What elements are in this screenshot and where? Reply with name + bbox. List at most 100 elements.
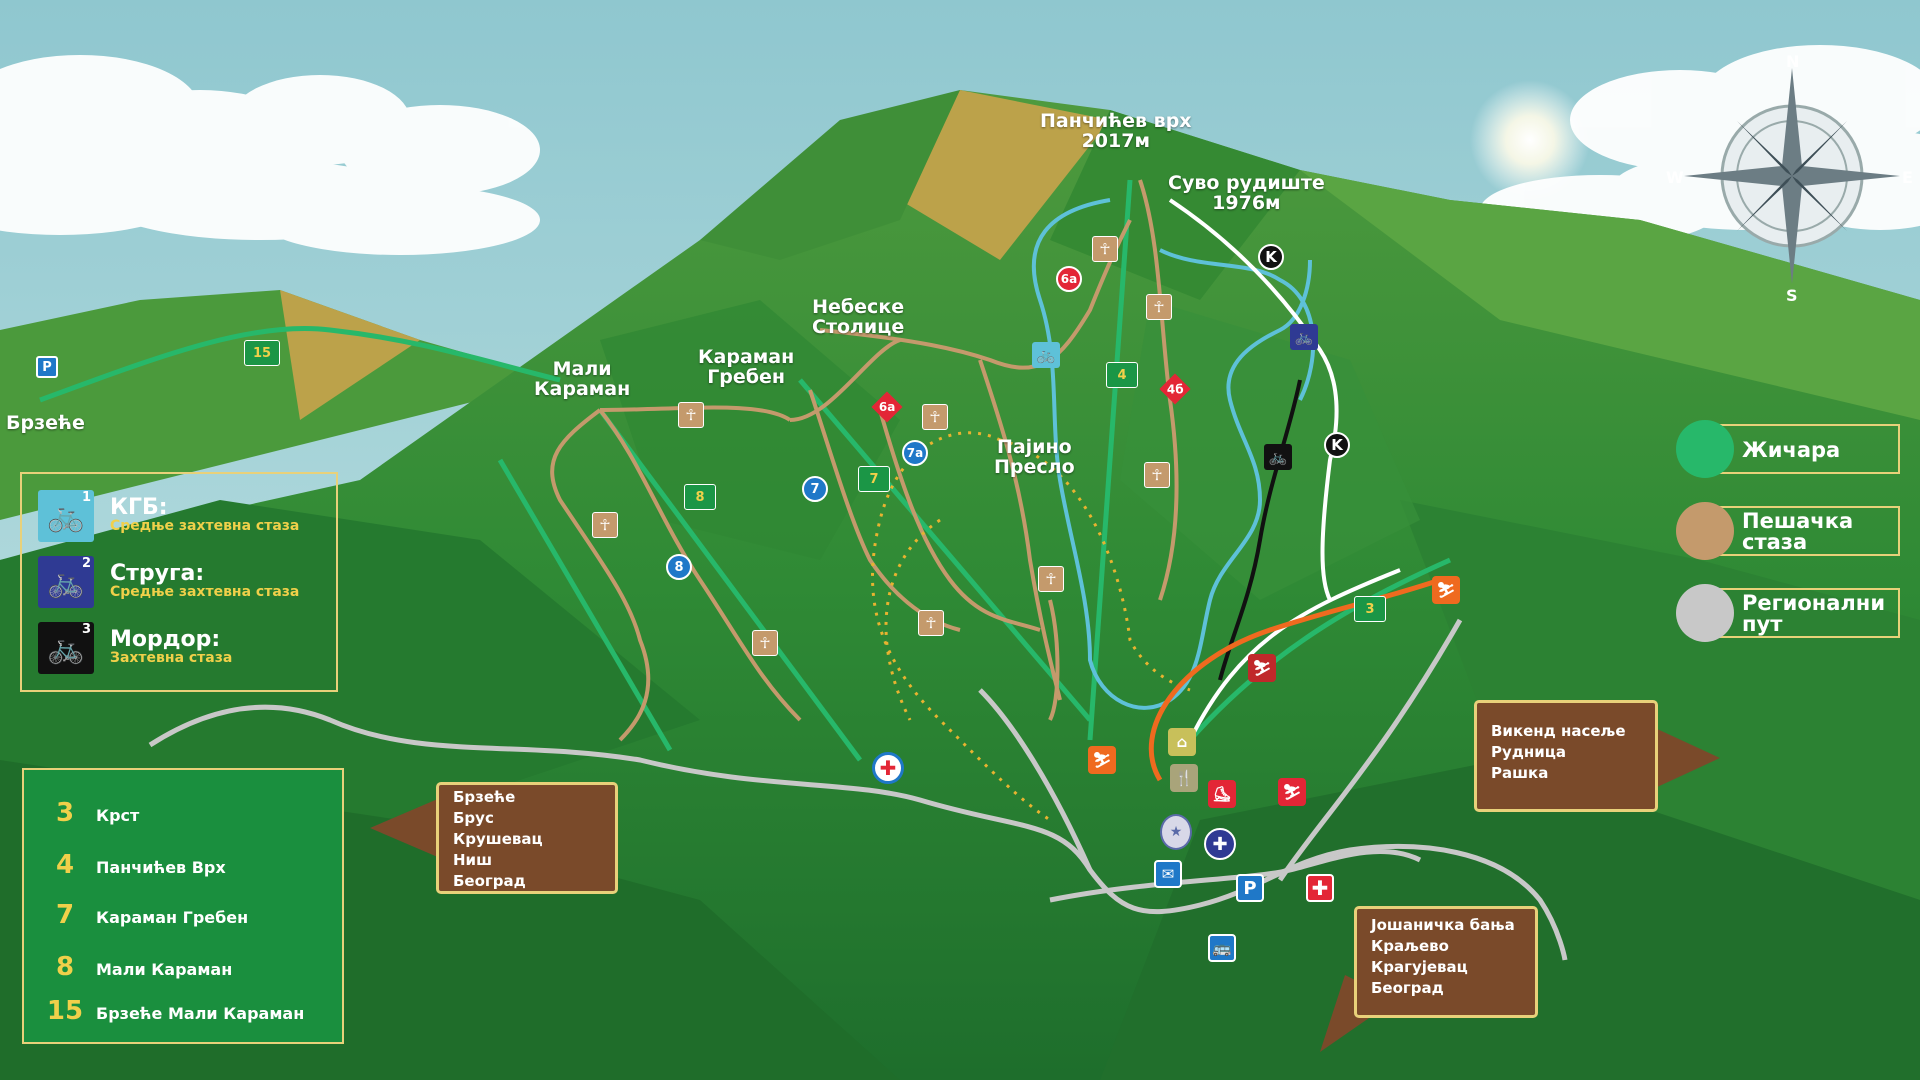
- hotel-icon: ⌂: [1168, 728, 1196, 756]
- restaurant-icon: 🍴: [1170, 764, 1198, 792]
- lift-legend-name: Брзеће Мали Караман: [96, 1004, 305, 1023]
- bike-icon: 🚲3: [38, 622, 94, 674]
- bike-legend-name: Мордор:: [110, 627, 221, 653]
- direction-east-box: Викенд насеље Рудница Рашка: [1474, 700, 1658, 812]
- bike-legend-text: КГБ: Средње захтевна стаза: [110, 497, 299, 534]
- lift-4-number: 4: [1117, 367, 1127, 383]
- trail-7-marker: 7: [802, 476, 828, 502]
- bike-icon: 🚲1: [38, 490, 94, 542]
- k-marker-upper: K: [1258, 244, 1284, 270]
- first-aid-icon: ✚: [872, 752, 904, 784]
- route-legend-label: Пешачка: [1742, 509, 1854, 533]
- bike-struga-icon: 🚲: [1290, 324, 1318, 350]
- lift-4-icon: 4: [1106, 362, 1138, 388]
- bike-legend-desc: Захтевна стаза: [110, 650, 233, 667]
- peak-suvo-elev: 1976м: [1212, 191, 1281, 214]
- lift-15-number: 15: [252, 345, 272, 361]
- cable-car-swatch: [1676, 420, 1734, 478]
- lift-legend-row: 15 Брзеће Мали Караман: [46, 996, 304, 1026]
- hiking-trails: [550, 179, 1179, 742]
- bike-legend-name: КГБ:: [110, 495, 168, 521]
- k-upper-label: K: [1265, 248, 1277, 266]
- compass-rose: [1684, 68, 1900, 284]
- sledge-icon: ⛷: [1248, 654, 1276, 682]
- hiker-icon: ☥: [752, 630, 778, 656]
- lift-legend-name: Мали Караман: [96, 960, 233, 979]
- direction-south-item: Београд: [1371, 979, 1444, 997]
- dotted-paths: [871, 431, 1191, 822]
- bike-trail-legend: 🚲1 КГБ: Средње захтевна стаза 🚲2 Струга:…: [20, 472, 338, 692]
- bike-mordor-icon: 🚲: [1264, 444, 1292, 470]
- bike-legend-row: 🚲3 Мордор: Захтевна стаза: [38, 622, 232, 674]
- sun: [1470, 80, 1590, 200]
- bike-legend-row: 🚲2 Струга: Средње захтевна стаза: [38, 556, 299, 608]
- direction-west-item: Крушевац: [453, 830, 543, 848]
- peak-pancic-label: Панчићев врх 2017м: [1040, 110, 1192, 152]
- place-nebeske-line2: Столице: [812, 315, 905, 338]
- bike-legend-number: 3: [81, 622, 91, 637]
- lift-legend-name: Панчићев Врх: [96, 858, 226, 877]
- place-karaman-greben-line1: Караман: [698, 346, 795, 368]
- bike-legend-row: 🚲1 КГБ: Средње захтевна стаза: [38, 490, 299, 542]
- k-lower-label: K: [1331, 436, 1343, 454]
- compass-e: E: [1902, 168, 1913, 187]
- bike-legend-text: Мордор: Захтевна стаза: [110, 629, 232, 666]
- bike-kgb-icon: 🚲: [1032, 342, 1060, 368]
- compass-w: W: [1666, 168, 1684, 187]
- direction-south-item: Јошаничка бања: [1371, 916, 1515, 934]
- hiker-icon: ☥: [1038, 566, 1064, 592]
- hiking-swatch: [1676, 502, 1734, 560]
- hiker-icon: ☥: [922, 404, 948, 430]
- trail-7-label: 7: [810, 481, 820, 497]
- bike-legend-number: 2: [81, 556, 91, 571]
- lift-15-icon: 15: [244, 340, 280, 366]
- direction-east-item: Рудница: [1491, 743, 1566, 761]
- road-swatch: [1676, 584, 1734, 642]
- place-pajino-label: Пајино Пресло: [994, 437, 1075, 478]
- regional-roads: [148, 618, 1568, 961]
- place-mali-karaman-line2: Караман: [534, 377, 631, 400]
- trail-8-label: 8: [674, 559, 684, 575]
- route-legend-frame: [1706, 588, 1900, 638]
- lift-legend-name: Караман Гребен: [96, 908, 249, 927]
- medical-icon: ✚: [1204, 828, 1236, 860]
- place-karaman-greben-label: Караман Гребен: [698, 346, 795, 388]
- hiker-icon: ☥: [918, 610, 944, 636]
- trail-46-label: 4б: [1166, 381, 1184, 396]
- place-nebeske-label: Небеске Столице: [812, 296, 905, 338]
- direction-east-item: Рашка: [1491, 764, 1549, 782]
- place-karaman-greben-line2: Гребен: [707, 365, 786, 388]
- peak-pancic-elev: 2017м: [1081, 129, 1150, 152]
- arrow-east: [1655, 728, 1720, 788]
- hiker-icon: ☥: [592, 512, 618, 538]
- hiker-icon: ☥: [678, 402, 704, 428]
- lift-legend-name: Крст: [96, 806, 140, 825]
- peak-suvo-label: Суво рудиште 1976м: [1168, 173, 1325, 214]
- lift-legend-number: 15: [46, 996, 84, 1026]
- arrow-west: [370, 798, 440, 858]
- compass-s: S: [1786, 286, 1798, 305]
- bike-legend-desc: Средње захтевна стаза: [110, 584, 300, 601]
- hospital-icon: ✚: [1306, 874, 1334, 902]
- lift-3-icon: 3: [1354, 596, 1386, 622]
- peak-pancic-name: Панчићев врх: [1040, 110, 1192, 132]
- trail-6a-marker-upper: 6а: [1056, 266, 1082, 292]
- bike-legend-text: Струга: Средње захтевна стаза: [110, 563, 299, 600]
- direction-west-item: Београд: [453, 872, 526, 890]
- route-legend-frame: [1706, 506, 1900, 556]
- direction-west-item: Брзеће: [453, 788, 516, 806]
- direction-west-box: Брзеће Брус Крушевац Ниш Београд: [436, 782, 618, 894]
- lift-legend-number: 4: [55, 850, 75, 880]
- k-marker-lower: K: [1324, 432, 1350, 458]
- bike-icon: 🚲2: [38, 556, 94, 608]
- cable-car-lines: [39, 179, 1452, 762]
- trail-7a-label: 7а: [906, 446, 924, 460]
- bike-legend-desc: Средње захтевна стаза: [110, 518, 300, 535]
- route-legend-label2: стаза: [1742, 530, 1808, 554]
- skier-icon: ⛷: [1278, 778, 1306, 806]
- trail-6a-lower-label: 6а: [878, 399, 896, 414]
- trail-8-marker: 8: [666, 554, 692, 580]
- place-nebeske-line1: Небеске: [812, 296, 905, 318]
